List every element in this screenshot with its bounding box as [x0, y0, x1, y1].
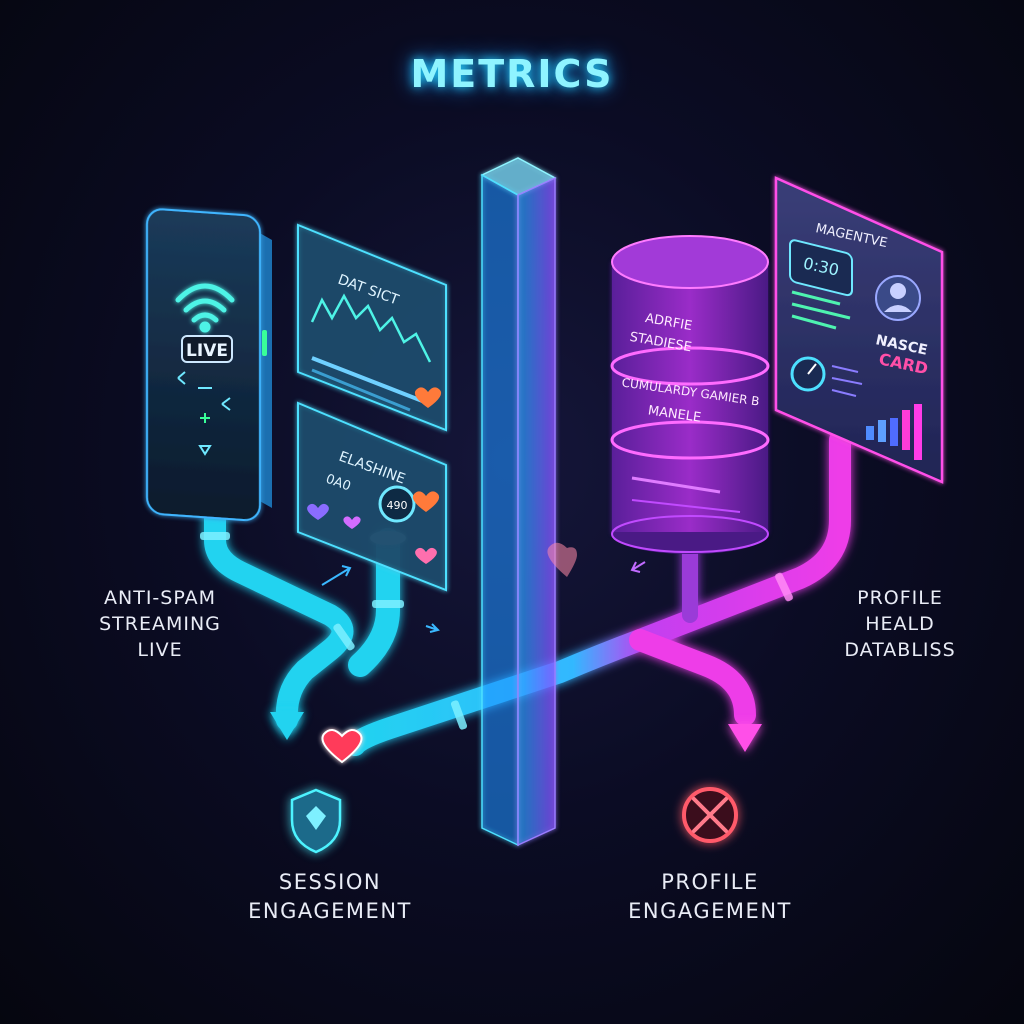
phone-glyphs	[177, 371, 231, 456]
joint	[450, 700, 468, 730]
page-title: METRICS	[410, 52, 614, 96]
label-line: ENGAGEMENT	[248, 899, 412, 923]
user-icon-head	[890, 283, 906, 299]
panel-frame	[297, 401, 447, 592]
phone-device: LIVE	[146, 208, 272, 522]
label-line: LIVE	[137, 639, 183, 661]
prism-right-face	[517, 176, 556, 847]
profile-card: MAGENTVE 0:30 NASCE CARD	[774, 176, 944, 484]
arrow-down-magenta-icon	[728, 724, 762, 752]
gauge-needle	[807, 363, 817, 375]
divider-prism	[480, 157, 557, 847]
label-line: PROFILE	[857, 587, 943, 609]
session-engagement-label: SESSION ENGAGEMENT	[200, 868, 460, 926]
db-ring	[610, 420, 770, 460]
card-lines	[831, 365, 863, 397]
db-top	[611, 235, 769, 289]
phone-button	[262, 330, 267, 356]
prism-left-face	[481, 173, 519, 847]
arrow-icon	[425, 623, 440, 633]
db-row	[631, 476, 721, 494]
heart-icon	[343, 516, 361, 529]
engagement-panel: ELASHINE 0A0 490	[297, 401, 447, 592]
bar	[914, 404, 922, 460]
flow-arrows	[321, 561, 646, 633]
live-badge-text: LIVE	[186, 341, 228, 361]
db-ring	[611, 515, 769, 553]
gauge-icon	[378, 485, 416, 523]
profile-database: ADRFIE STADIESE CUMULARDY GAMIER B MANEL…	[610, 235, 770, 554]
arrow-icon	[321, 565, 352, 586]
cancel-icon	[682, 787, 738, 843]
panel-bar	[311, 368, 411, 412]
shield-icon	[290, 788, 342, 854]
phone-side	[258, 232, 272, 508]
pipe-joints	[200, 532, 793, 730]
joint	[200, 532, 230, 540]
heart-icon	[547, 542, 577, 577]
bar	[890, 418, 898, 446]
label-line: SESSION	[278, 870, 382, 894]
pipe-panels	[348, 528, 400, 677]
heart-icon	[415, 547, 437, 564]
db-row	[631, 499, 741, 513]
db-ring	[610, 346, 770, 386]
live-badge	[181, 335, 233, 363]
card-lines	[791, 290, 851, 330]
heart-icon	[412, 491, 440, 512]
gauge-value: 490	[387, 499, 408, 512]
label-line: HEALD	[865, 613, 935, 635]
heart-icon	[321, 729, 363, 764]
profile-engagement-label: PROFILE ENGAGEMENT	[580, 868, 840, 926]
bar	[878, 420, 886, 442]
heart-icon	[414, 387, 442, 408]
pipe-main	[344, 429, 851, 756]
arrow-down-cyan-icon	[270, 712, 304, 740]
pipe-magenta-branch	[629, 629, 756, 726]
data-stats-panel: DAT SICT	[297, 223, 447, 432]
label-line: STREAMING	[99, 613, 221, 635]
wifi-icon	[175, 283, 235, 333]
panel-bar	[311, 356, 431, 406]
joint	[333, 623, 355, 651]
label-line: ENGAGEMENT	[628, 899, 792, 923]
joint	[372, 600, 404, 608]
bar	[902, 410, 910, 450]
anti-spam-label: ANTI-SPAM STREAMING LIVE	[50, 585, 270, 663]
label-line: PROFILE	[661, 870, 759, 894]
phone-body	[146, 208, 261, 522]
arrow-icon	[630, 561, 646, 573]
label-line: ANTI-SPAM	[104, 587, 216, 609]
card-counter-box	[789, 239, 853, 297]
profile-database-label: PROFILE HEALD DATABLISS	[780, 585, 1020, 663]
card-bar-chart	[866, 404, 922, 460]
line-chart	[310, 293, 432, 363]
bar	[866, 426, 874, 440]
db-text-4: MANELE	[647, 403, 702, 425]
label-line: DATABLISS	[844, 639, 956, 661]
user-icon-body	[884, 305, 912, 312]
joint	[775, 572, 793, 602]
heart-icon	[307, 503, 329, 520]
